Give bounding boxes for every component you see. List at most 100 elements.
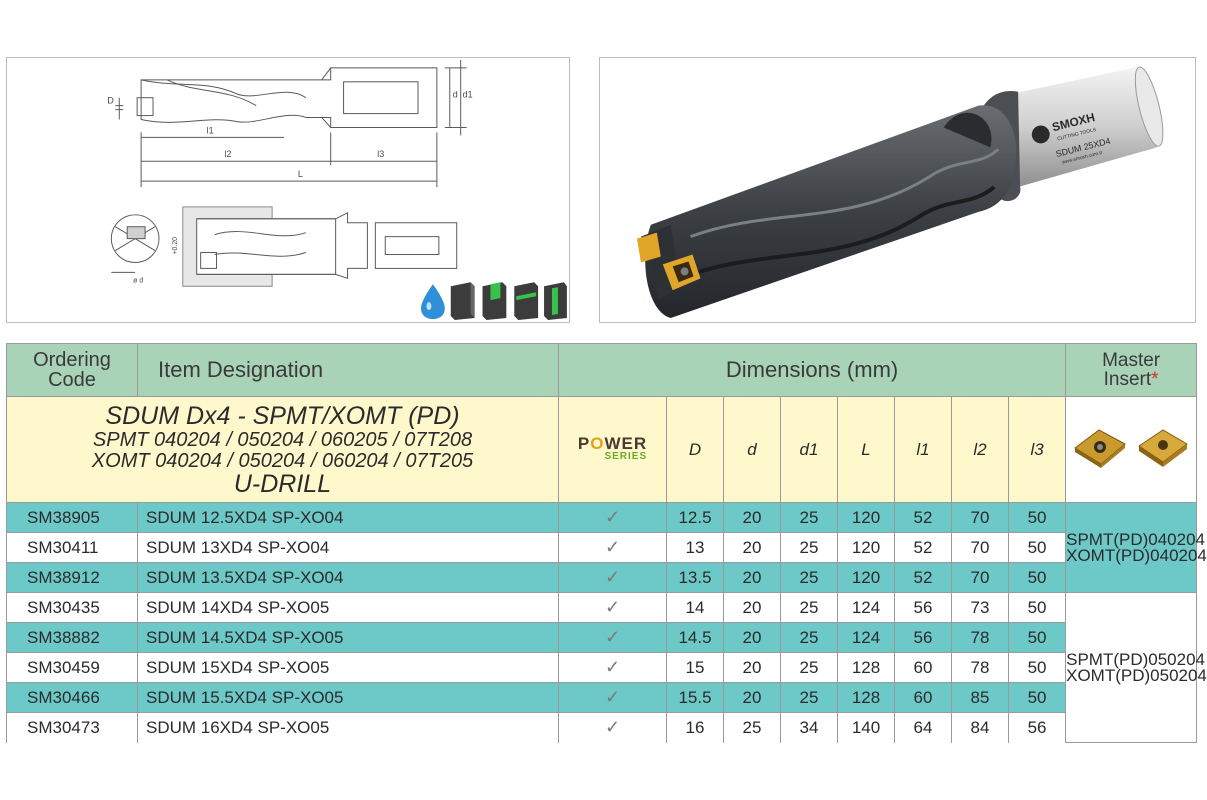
cell-item: SDUM 16XD4 SP-XO05 bbox=[137, 712, 559, 743]
dim-label-l3: l3 bbox=[377, 149, 384, 159]
cell-code: SM38882 bbox=[6, 622, 138, 653]
table-row[interactable]: SM38912 SDUM 13.5XD4 SP-XO04 ✓ 13.5 20 2… bbox=[6, 562, 1197, 593]
table-row[interactable]: SM38905 SDUM 12.5XD4 SP-XO04 ✓ 12.5 20 2… bbox=[6, 502, 1207, 593]
cell-l3: 50 bbox=[1007, 652, 1067, 683]
header-item-designation: Item Designation bbox=[137, 343, 559, 397]
cell-code: SM30466 bbox=[6, 682, 138, 713]
cell-item: SDUM 12.5XD4 SP-XO04 bbox=[137, 502, 559, 533]
table-row[interactable]: SM30435 SDUM 14XD4 SP-XO05 ✓ 14 20 25 12… bbox=[6, 592, 1207, 743]
check-icon: ✓ bbox=[558, 532, 667, 563]
cell-l3: 50 bbox=[1007, 622, 1067, 653]
cell-item: SDUM 13XD4 SP-XO04 bbox=[137, 532, 559, 563]
cell-D: 16 bbox=[666, 712, 724, 743]
cell-d: 20 bbox=[723, 652, 781, 683]
dim-label-L: L bbox=[298, 169, 303, 179]
insert-grade-icon-3 bbox=[514, 282, 539, 321]
cell-code: SM30473 bbox=[6, 712, 138, 743]
cell-code: SM38905 bbox=[6, 502, 138, 533]
insert-grade-icon-2 bbox=[482, 282, 507, 321]
product-image-panel: SMOXH CUTTING TOOLS SDUM 25XD4 www.smoxh… bbox=[599, 57, 1196, 323]
dim-header-d1: d1 bbox=[780, 396, 838, 503]
cell-l1: 60 bbox=[894, 652, 952, 683]
family-type: U-DRILL bbox=[233, 470, 332, 498]
cell-code: SM30435 bbox=[6, 592, 138, 623]
table-row[interactable]: SM38882 SDUM 14.5XD4 SP-XO05 ✓ 14.5 20 2… bbox=[6, 622, 1197, 653]
cell-item: SDUM 15XD4 SP-XO05 bbox=[137, 652, 559, 683]
insert-grade-icon-4 bbox=[544, 282, 567, 321]
check-icon: ✓ bbox=[558, 562, 667, 593]
cell-l1: 52 bbox=[894, 502, 952, 533]
insert-spmt-label: SPMT(PD)040204 bbox=[1066, 529, 1205, 549]
cell-item: SDUM 14XD4 SP-XO05 bbox=[137, 592, 559, 623]
cell-d: 20 bbox=[723, 562, 781, 593]
insert-group-2: SPMT(PD)050204 XOMT(PD)050204 bbox=[1065, 592, 1207, 743]
dim-label-dmin: ø d bbox=[133, 277, 143, 284]
dim-label-D: D bbox=[107, 96, 114, 106]
header-master-insert: Master Insert* bbox=[1065, 343, 1198, 397]
cell-l3: 50 bbox=[1007, 682, 1067, 713]
dim-label-l1: l1 bbox=[207, 125, 214, 135]
dim-header-l3: l3 bbox=[1007, 396, 1067, 503]
cell-d: 20 bbox=[723, 682, 781, 713]
cell-D: 15 bbox=[666, 652, 724, 683]
spmt-insert-image bbox=[1074, 429, 1126, 468]
product-table: Ordering Code Item Designation Dimension… bbox=[6, 343, 1207, 743]
family-xomt-list: XOMT 040204 / 050204 / 060204 / 07T205 bbox=[91, 450, 474, 472]
cell-d: 20 bbox=[723, 622, 781, 653]
table-row[interactable]: SM30459 SDUM 15XD4 SP-XO05 ✓ 15 20 25 12… bbox=[6, 652, 1197, 683]
cell-l2: 73 bbox=[951, 592, 1009, 623]
cell-L: 120 bbox=[837, 532, 895, 563]
header-dimensions: Dimensions (mm) bbox=[557, 343, 1067, 397]
cell-l1: 64 bbox=[894, 712, 952, 743]
drill-body bbox=[645, 105, 1017, 319]
cell-L: 128 bbox=[837, 652, 895, 683]
drill-tip bbox=[636, 224, 701, 301]
cell-l3: 50 bbox=[1007, 532, 1067, 563]
cell-item: SDUM 14.5XD4 SP-XO05 bbox=[137, 622, 559, 653]
cell-code: SM38912 bbox=[6, 562, 138, 593]
table-row[interactable]: SM30466 SDUM 15.5XD4 SP-XO05 ✓ 15.5 20 2… bbox=[6, 682, 1197, 713]
cell-item: SDUM 13.5XD4 SP-XO04 bbox=[137, 562, 559, 593]
product-family-row: SDUM Dx4 - SPMT/XOMT (PD) SPMT 040204 / … bbox=[6, 396, 1198, 503]
cell-l2: 85 bbox=[951, 682, 1009, 713]
cell-l1: 60 bbox=[894, 682, 952, 713]
dim-label-tol: +0.20 bbox=[172, 237, 179, 255]
coolant-icon bbox=[420, 284, 445, 320]
table-row[interactable]: SM30411 SDUM 13XD4 SP-XO04 ✓ 13 20 25 12… bbox=[6, 532, 1197, 563]
cell-l2: 70 bbox=[951, 562, 1009, 593]
family-spmt-list: SPMT 040204 / 050204 / 060205 / 07T208 bbox=[92, 429, 473, 451]
cell-l1: 52 bbox=[894, 562, 952, 593]
insert-image bbox=[1074, 429, 1189, 468]
product-rows: SM38905 SDUM 12.5XD4 SP-XO04 ✓ 12.5 20 2… bbox=[6, 502, 1207, 743]
check-icon: ✓ bbox=[558, 712, 667, 743]
check-icon: ✓ bbox=[558, 592, 667, 623]
insert-spmt-label: SPMT(PD)050204 bbox=[1066, 649, 1205, 669]
cell-l2: 70 bbox=[951, 502, 1009, 533]
cell-L: 120 bbox=[837, 562, 895, 593]
cell-d1: 25 bbox=[780, 682, 838, 713]
cell-D: 15.5 bbox=[666, 682, 724, 713]
cell-d1: 34 bbox=[780, 712, 838, 743]
cell-L: 128 bbox=[837, 682, 895, 713]
insert-xomt-label: XOMT(PD)050204 bbox=[1066, 665, 1207, 685]
cell-D: 14 bbox=[666, 592, 724, 623]
technical-drawing-panel: D d d1 l1 l2 l3 L +0.20 ø d bbox=[6, 57, 570, 323]
table-row[interactable]: SM30473 SDUM 16XD4 SP-XO05 ✓ 16 25 34 14… bbox=[6, 712, 1197, 743]
check-icon: ✓ bbox=[558, 682, 667, 713]
cell-L: 124 bbox=[837, 592, 895, 623]
cell-l3: 50 bbox=[1007, 562, 1067, 593]
check-icon: ✓ bbox=[558, 622, 667, 653]
cell-l1: 52 bbox=[894, 532, 952, 563]
cell-d1: 25 bbox=[780, 652, 838, 683]
cell-d1: 25 bbox=[780, 562, 838, 593]
cell-L: 124 bbox=[837, 622, 895, 653]
cell-d1: 25 bbox=[780, 502, 838, 533]
cell-d: 25 bbox=[723, 712, 781, 743]
power-series-logo: POWER SERIES bbox=[558, 396, 667, 503]
power-logo-accent: O bbox=[590, 434, 605, 453]
cell-D: 13.5 bbox=[666, 562, 724, 593]
cell-L: 120 bbox=[837, 502, 895, 533]
cell-d: 20 bbox=[723, 592, 781, 623]
check-icon: ✓ bbox=[558, 652, 667, 683]
cell-d1: 25 bbox=[780, 532, 838, 563]
